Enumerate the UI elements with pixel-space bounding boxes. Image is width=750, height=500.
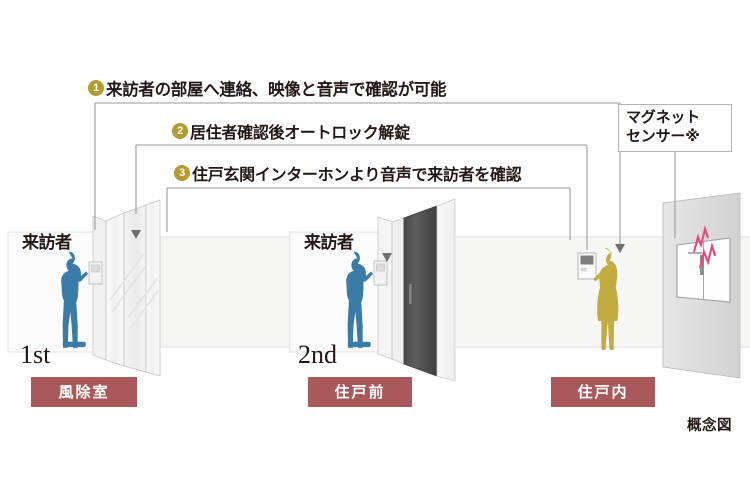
magnet-sensor-signal-icon [692,225,717,269]
callout-row-2: 2 居住者確認後オートロック解錠 [172,119,410,143]
zone-badge-dwelling-front: 住戸前 [308,377,412,407]
scene-dwelling-front-artwork [289,198,456,382]
callout-number-badge-2: 2 [172,123,188,139]
callout-number-badge-1: 1 [88,80,104,96]
callout-number-badge-3: 3 [174,165,190,181]
zone-badge-inside-dwelling: 住戸内 [551,377,655,407]
callout-row-1: 1 来訪者の部屋へ連絡、映像と音声で確認が可能 [88,76,447,100]
dwelling-intercom-panel [373,260,388,286]
visitor-label-2: 来訪者 [304,233,354,252]
connector-arrowheads [131,230,625,262]
resident-figure [593,248,619,350]
connector-lines [94,102,676,250]
magnet-sensor-line-1: マグネット [626,109,701,126]
visitor-figure-1 [61,251,89,348]
entrance-intercom-panel [88,261,103,285]
visitor-figure-2 [346,251,374,348]
scene-vestibule-artwork [7,199,161,377]
diagram-caption-note: 概念図 [687,418,732,434]
indoor-intercom-monitor [577,252,597,280]
zone-badge-vestibule: 風除室 [31,377,137,407]
callout-text-2: 居住者確認後オートロック解錠 [190,125,410,142]
magnet-sensor-label-box: マグネット センサー※ [618,104,732,153]
callout-text-1: 来訪者の部屋へ連絡、映像と音声で確認が可能 [106,81,447,99]
ordinal-label-2nd: 2nd [298,340,337,369]
visitor-label-1: 来訪者 [22,233,72,252]
ordinal-label-1st: 1st [20,340,51,369]
callout-text-3: 住戸玄関インターホンより音声で来訪者を確認 [192,167,522,184]
magnet-sensor-line-2: センサー※ [626,127,700,145]
callout-row-3: 3 住戸玄関インターホンより音声で来訪者を確認 [174,161,522,185]
scene-inside-dwelling-artwork [454,192,741,379]
